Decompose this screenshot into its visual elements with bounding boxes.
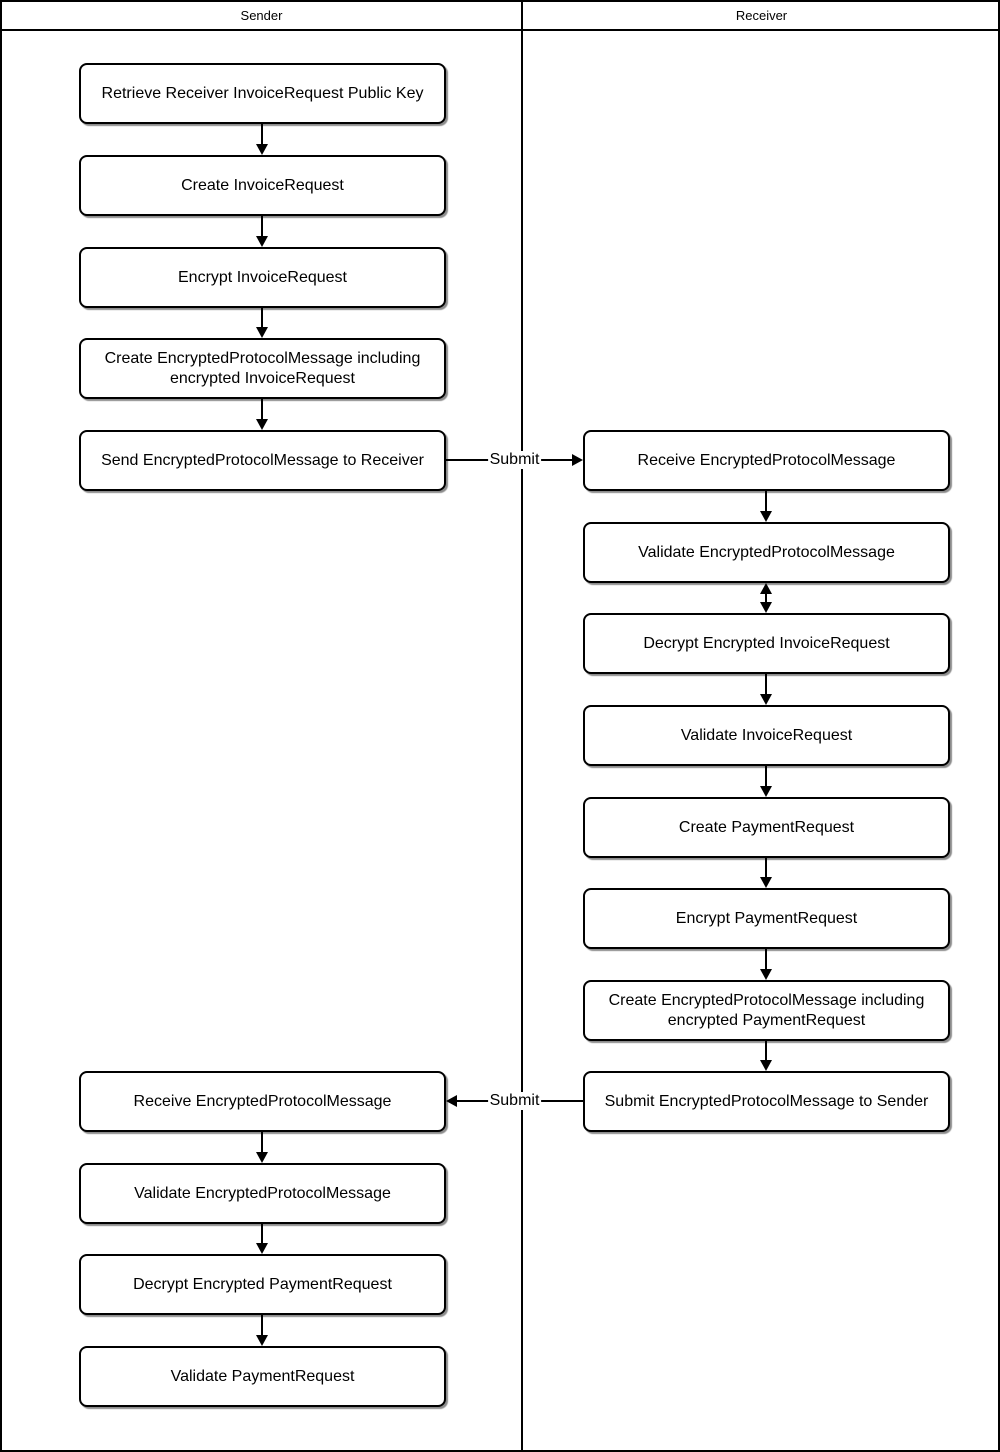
connector-s6-s7 [256,1132,268,1163]
submit-label: Submit [487,451,542,469]
connector-submit-to-sender: Submit [446,1089,583,1113]
node-receiver-validate-encryptedprotocolmessage: Validate EncryptedProtocolMessage [583,522,950,583]
node-receiver-validate-invoicerequest: Validate InvoiceRequest [583,705,950,766]
connector-r3-r4 [760,674,772,705]
connector-r1-r2 [760,491,772,522]
arrow-right-icon [572,454,583,466]
arrow-down-icon [256,419,268,430]
node-sender-encrypt-invoicerequest: Encrypt InvoiceRequest [79,247,446,308]
node-sender-validate-encryptedprotocolmessage: Validate EncryptedProtocolMessage [79,1163,446,1224]
node-receiver-create-paymentrequest: Create PaymentRequest [583,797,950,858]
arrow-up-icon [760,583,772,594]
arrow-down-icon [760,694,772,705]
node-receiver-encrypt-paymentrequest: Encrypt PaymentRequest [583,888,950,949]
arrow-down-icon [256,1335,268,1346]
arrow-down-icon [256,1243,268,1254]
connector-s4-s5 [256,399,268,430]
connector-r2-r3-bidirectional [760,583,772,613]
connector-s2-s3 [256,216,268,247]
arrow-left-icon [446,1095,457,1107]
arrow-down-icon [256,1152,268,1163]
lane-title-sender: Sender [240,8,283,23]
node-sender-decrypt-paymentrequest: Decrypt Encrypted PaymentRequest [79,1254,446,1315]
node-sender-create-invoicerequest: Create InvoiceRequest [79,155,446,216]
connector-r4-r5 [760,766,772,797]
arrow-down-icon [760,602,772,613]
node-sender-retrieve-public-key: Retrieve Receiver InvoiceRequest Public … [79,63,446,124]
lane-title-receiver: Receiver [735,8,788,23]
submit-label: Submit [487,1092,542,1110]
connector-r6-r7 [760,949,772,980]
arrow-down-icon [256,144,268,155]
connector-s3-s4 [256,308,268,338]
connector-submit-to-receiver: Submit [446,448,583,472]
arrow-down-icon [760,969,772,980]
connector-s7-s8 [256,1224,268,1254]
arrow-down-icon [760,1060,772,1071]
arrow-down-icon [760,511,772,522]
node-sender-create-encryptedprotocolmessage: Create EncryptedProtocolMessage includin… [79,338,446,399]
arrow-down-icon [760,786,772,797]
connector-s8-s9 [256,1315,268,1346]
node-sender-receive-encryptedprotocolmessage: Receive EncryptedProtocolMessage [79,1071,446,1132]
connector-r5-r6 [760,858,772,888]
lane-header-divider [2,29,998,31]
connector-r7-r8 [760,1041,772,1071]
connector-s1-s2 [256,124,268,155]
node-receiver-receive-encryptedprotocolmessage: Receive EncryptedProtocolMessage [583,430,950,491]
arrow-down-icon [760,877,772,888]
node-sender-validate-paymentrequest: Validate PaymentRequest [79,1346,446,1407]
node-receiver-create-encryptedprotocolmessage: Create EncryptedProtocolMessage includin… [583,980,950,1041]
arrow-down-icon [256,236,268,247]
lane-divider [521,2,523,1450]
node-sender-send-encryptedprotocolmessage: Send EncryptedProtocolMessage to Receive… [79,430,446,491]
node-receiver-submit-encryptedprotocolmessage: Submit EncryptedProtocolMessage to Sende… [583,1071,950,1132]
node-receiver-decrypt-invoicerequest: Decrypt Encrypted InvoiceRequest [583,613,950,674]
arrow-down-icon [256,327,268,338]
